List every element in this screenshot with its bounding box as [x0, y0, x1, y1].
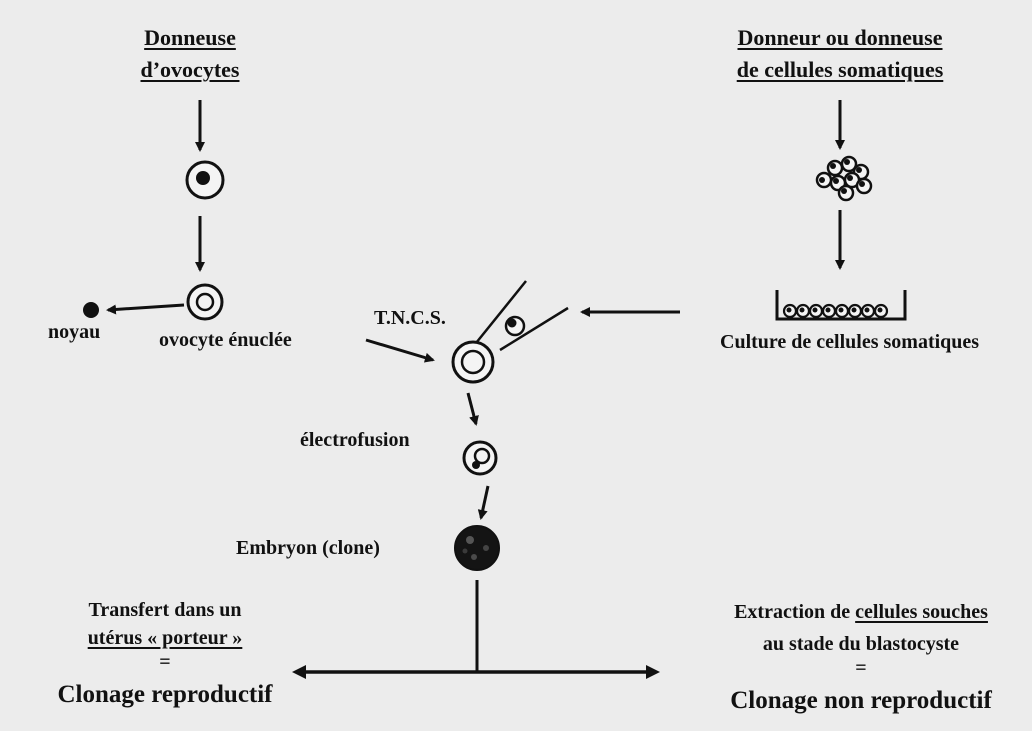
extraction-text: Extraction de	[734, 601, 856, 623]
non-reproductive-line2: au stade du blastocyste	[762, 633, 960, 655]
non-reproductive-cloning-result: Clonage non reproductif	[730, 687, 992, 714]
uterus-underlined-text: utérus « porteur »	[87, 627, 243, 649]
reproductive-equals: =	[159, 651, 171, 673]
culture-dish-icon	[775, 290, 907, 321]
enucleated-oocyte-icon	[186, 283, 224, 321]
nucleus-label: noyau	[48, 321, 101, 343]
enucleated-oocyte-label: ovocyte énuclée	[159, 329, 292, 351]
arrow-nucleus-removal	[106, 303, 185, 315]
oocyte-donor-title-line2: d’ovocytes	[140, 57, 240, 82]
somatic-donor-title-line1: Donneur ou donneuse	[737, 25, 943, 50]
nucleus-icon	[83, 302, 99, 318]
non-reproductive-line1: Extraction de cellules souches	[690, 600, 1032, 624]
recipient-oocyte-icon	[451, 340, 495, 384]
fused-cell-icon	[462, 440, 498, 476]
culture-label: Culture de cellules somatiques	[720, 331, 980, 353]
embryo-label: Embryon (clone)	[236, 537, 380, 559]
electrofusion-label: électrofusion	[300, 429, 410, 451]
stem-cells-underlined-text: cellules souches	[855, 601, 988, 623]
somatic-donor-title-line2: de cellules somatiques	[736, 57, 944, 82]
arrow-fusion-to-embryo	[477, 485, 490, 520]
somatic-cells-cluster-icon	[815, 155, 873, 202]
non-reproductive-equals: =	[855, 657, 867, 679]
reproductive-cloning-result: Clonage reproductif	[57, 681, 273, 708]
arrow-enucleated-to-tncs	[365, 338, 435, 363]
embryo-icon	[454, 525, 500, 571]
micropipette-icon	[471, 280, 569, 352]
tncs-label: T.N.C.S.	[374, 307, 446, 329]
oocyte-icon	[185, 160, 225, 200]
oocyte-donor-title-line1: Donneuse	[144, 25, 236, 50]
reproductive-line1: Transfert dans un	[88, 599, 242, 621]
arrow-tncs-to-fusion	[466, 392, 479, 426]
reproductive-line2: utérus « porteur »	[15, 626, 315, 650]
